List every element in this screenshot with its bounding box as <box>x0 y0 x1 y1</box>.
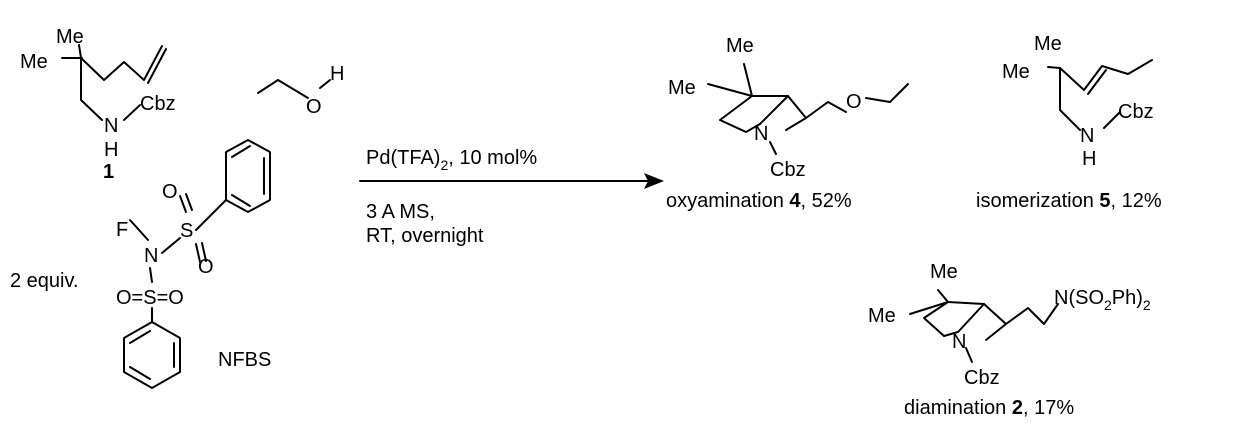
nfbs-n: N <box>144 245 158 267</box>
product-2-substituent: N(SO2Ph)2 <box>1054 287 1151 313</box>
nfbs-n-s-bond <box>161 237 181 254</box>
product-5-double-bond <box>1087 69 1107 95</box>
reactant-1-amine-chain <box>80 57 103 121</box>
reactant-1-double-bond <box>147 48 167 84</box>
nfbs-o-upper-bottom: O <box>198 256 214 278</box>
nfbs-lower-sulfonyl: O=S=O <box>116 287 184 309</box>
reactant-1-me-left: Me <box>20 51 48 73</box>
product-5-bonds <box>1047 65 1129 91</box>
product-4-ring <box>719 63 807 133</box>
product-2-me-upper: Me <box>930 261 958 283</box>
nfbs-lower-ring-double-1 <box>129 330 151 344</box>
product-4-o: O <box>846 91 862 113</box>
product-2-ring <box>923 289 1007 341</box>
nfbs-f-n-bond <box>129 219 149 241</box>
product-4-methyl <box>707 83 753 97</box>
reactant-1-number: 1 <box>103 161 114 183</box>
product-5-n: N <box>1080 125 1094 147</box>
nfbs-so-lower-bond-2 <box>201 242 207 262</box>
reactant-1-me-upper: Me <box>56 26 84 48</box>
product-4-n-cbz-bond <box>769 141 777 155</box>
product-2-n-cbz-bond <box>965 347 973 363</box>
ethanol-bonds <box>257 79 309 99</box>
product-2-cbz: Cbz <box>964 367 1000 389</box>
nfbs-o-upper-top: O <box>162 181 178 203</box>
product-5-amine-chain <box>1059 67 1081 131</box>
reaction-arrow-group: Pd(TFA)2, 10 mol% 3 A MS, RT, overnight <box>359 147 664 247</box>
reactant-1-chain <box>78 44 163 81</box>
reactant-1-h: H <box>104 139 118 161</box>
reactant-1: Me Me N H Cbz 1 <box>20 26 176 183</box>
product-5-h: H <box>1082 148 1096 170</box>
product-2-caption: diamination 2, 17% <box>904 397 1074 419</box>
product-5-cbz: Cbz <box>1118 101 1154 123</box>
product-2-methyl <box>909 301 949 315</box>
reactant-1-cbz-bond <box>123 104 141 121</box>
nfbs-equiv: 2 equiv. <box>10 270 79 292</box>
product-2: Me Me N Cbz N(SO2Ph)2 diamination 2, 17% <box>868 261 1151 419</box>
nfbs-reagent: O S O F N O=S=O 2 equiv. NFBS <box>10 139 271 389</box>
nfbs-s-ring-bond <box>195 199 227 231</box>
product-2-n: N <box>952 331 966 353</box>
product-5-methyl <box>1127 59 1153 75</box>
nfbs-lower-ring-double-3 <box>129 366 151 380</box>
ethanol-o: O <box>306 96 322 118</box>
ethanol-h: H <box>330 63 344 85</box>
nfbs-upper-phenyl-ring <box>225 139 271 213</box>
product-5-me-upper: Me <box>1034 33 1062 55</box>
product-4-cbz: Cbz <box>770 159 806 181</box>
product-5-cbz-bond <box>1103 111 1121 129</box>
product-4: Me Me N O Cbz oxyamination 4, 52% <box>666 35 909 212</box>
product-5-caption: isomerization 5, 12% <box>976 190 1162 212</box>
product-2-side-chain <box>1005 303 1059 325</box>
product-4-side-chain <box>805 101 847 119</box>
nfbs-lower-phenyl-ring <box>123 321 181 389</box>
product-4-me-upper: Me <box>726 35 754 57</box>
nfbs-so-upper-bond <box>179 195 187 213</box>
nfbs-so-upper-bond-2 <box>185 193 193 211</box>
product-4-me-left: Me <box>668 77 696 99</box>
product-5-me-left: Me <box>1002 61 1030 83</box>
ethanol-oh-bond <box>319 79 331 89</box>
conditions-line3: RT, overnight <box>366 225 484 247</box>
conditions-catalyst: Pd(TFA)2, 10 mol% <box>366 147 537 173</box>
product-5: Me Me N H Cbz isomerization 5, 12% <box>976 33 1162 212</box>
arrow-head <box>644 173 664 189</box>
reactant-1-n: N <box>104 115 118 137</box>
reactant-1-cbz: Cbz <box>140 93 176 115</box>
product-2-me-left: Me <box>868 305 896 327</box>
product-4-ethyl <box>865 83 909 103</box>
ethanol: O H <box>257 63 344 118</box>
product-4-n: N <box>754 123 768 145</box>
nfbs-upper-ring-double-1 <box>231 145 251 158</box>
nfbs-upper-ring-double-3 <box>231 194 251 207</box>
nfbs-so-lower-bond <box>195 243 201 263</box>
product-2-ring-close <box>947 301 985 305</box>
nfbs-f: F <box>116 219 128 241</box>
nfbs-s-upper: S <box>180 220 193 242</box>
product-4-caption: oxyamination 4, 52% <box>666 190 852 212</box>
conditions-line2: 3 A MS, <box>366 201 435 223</box>
nfbs-n-s2-bond <box>149 267 153 283</box>
nfbs-name: NFBS <box>218 349 271 371</box>
